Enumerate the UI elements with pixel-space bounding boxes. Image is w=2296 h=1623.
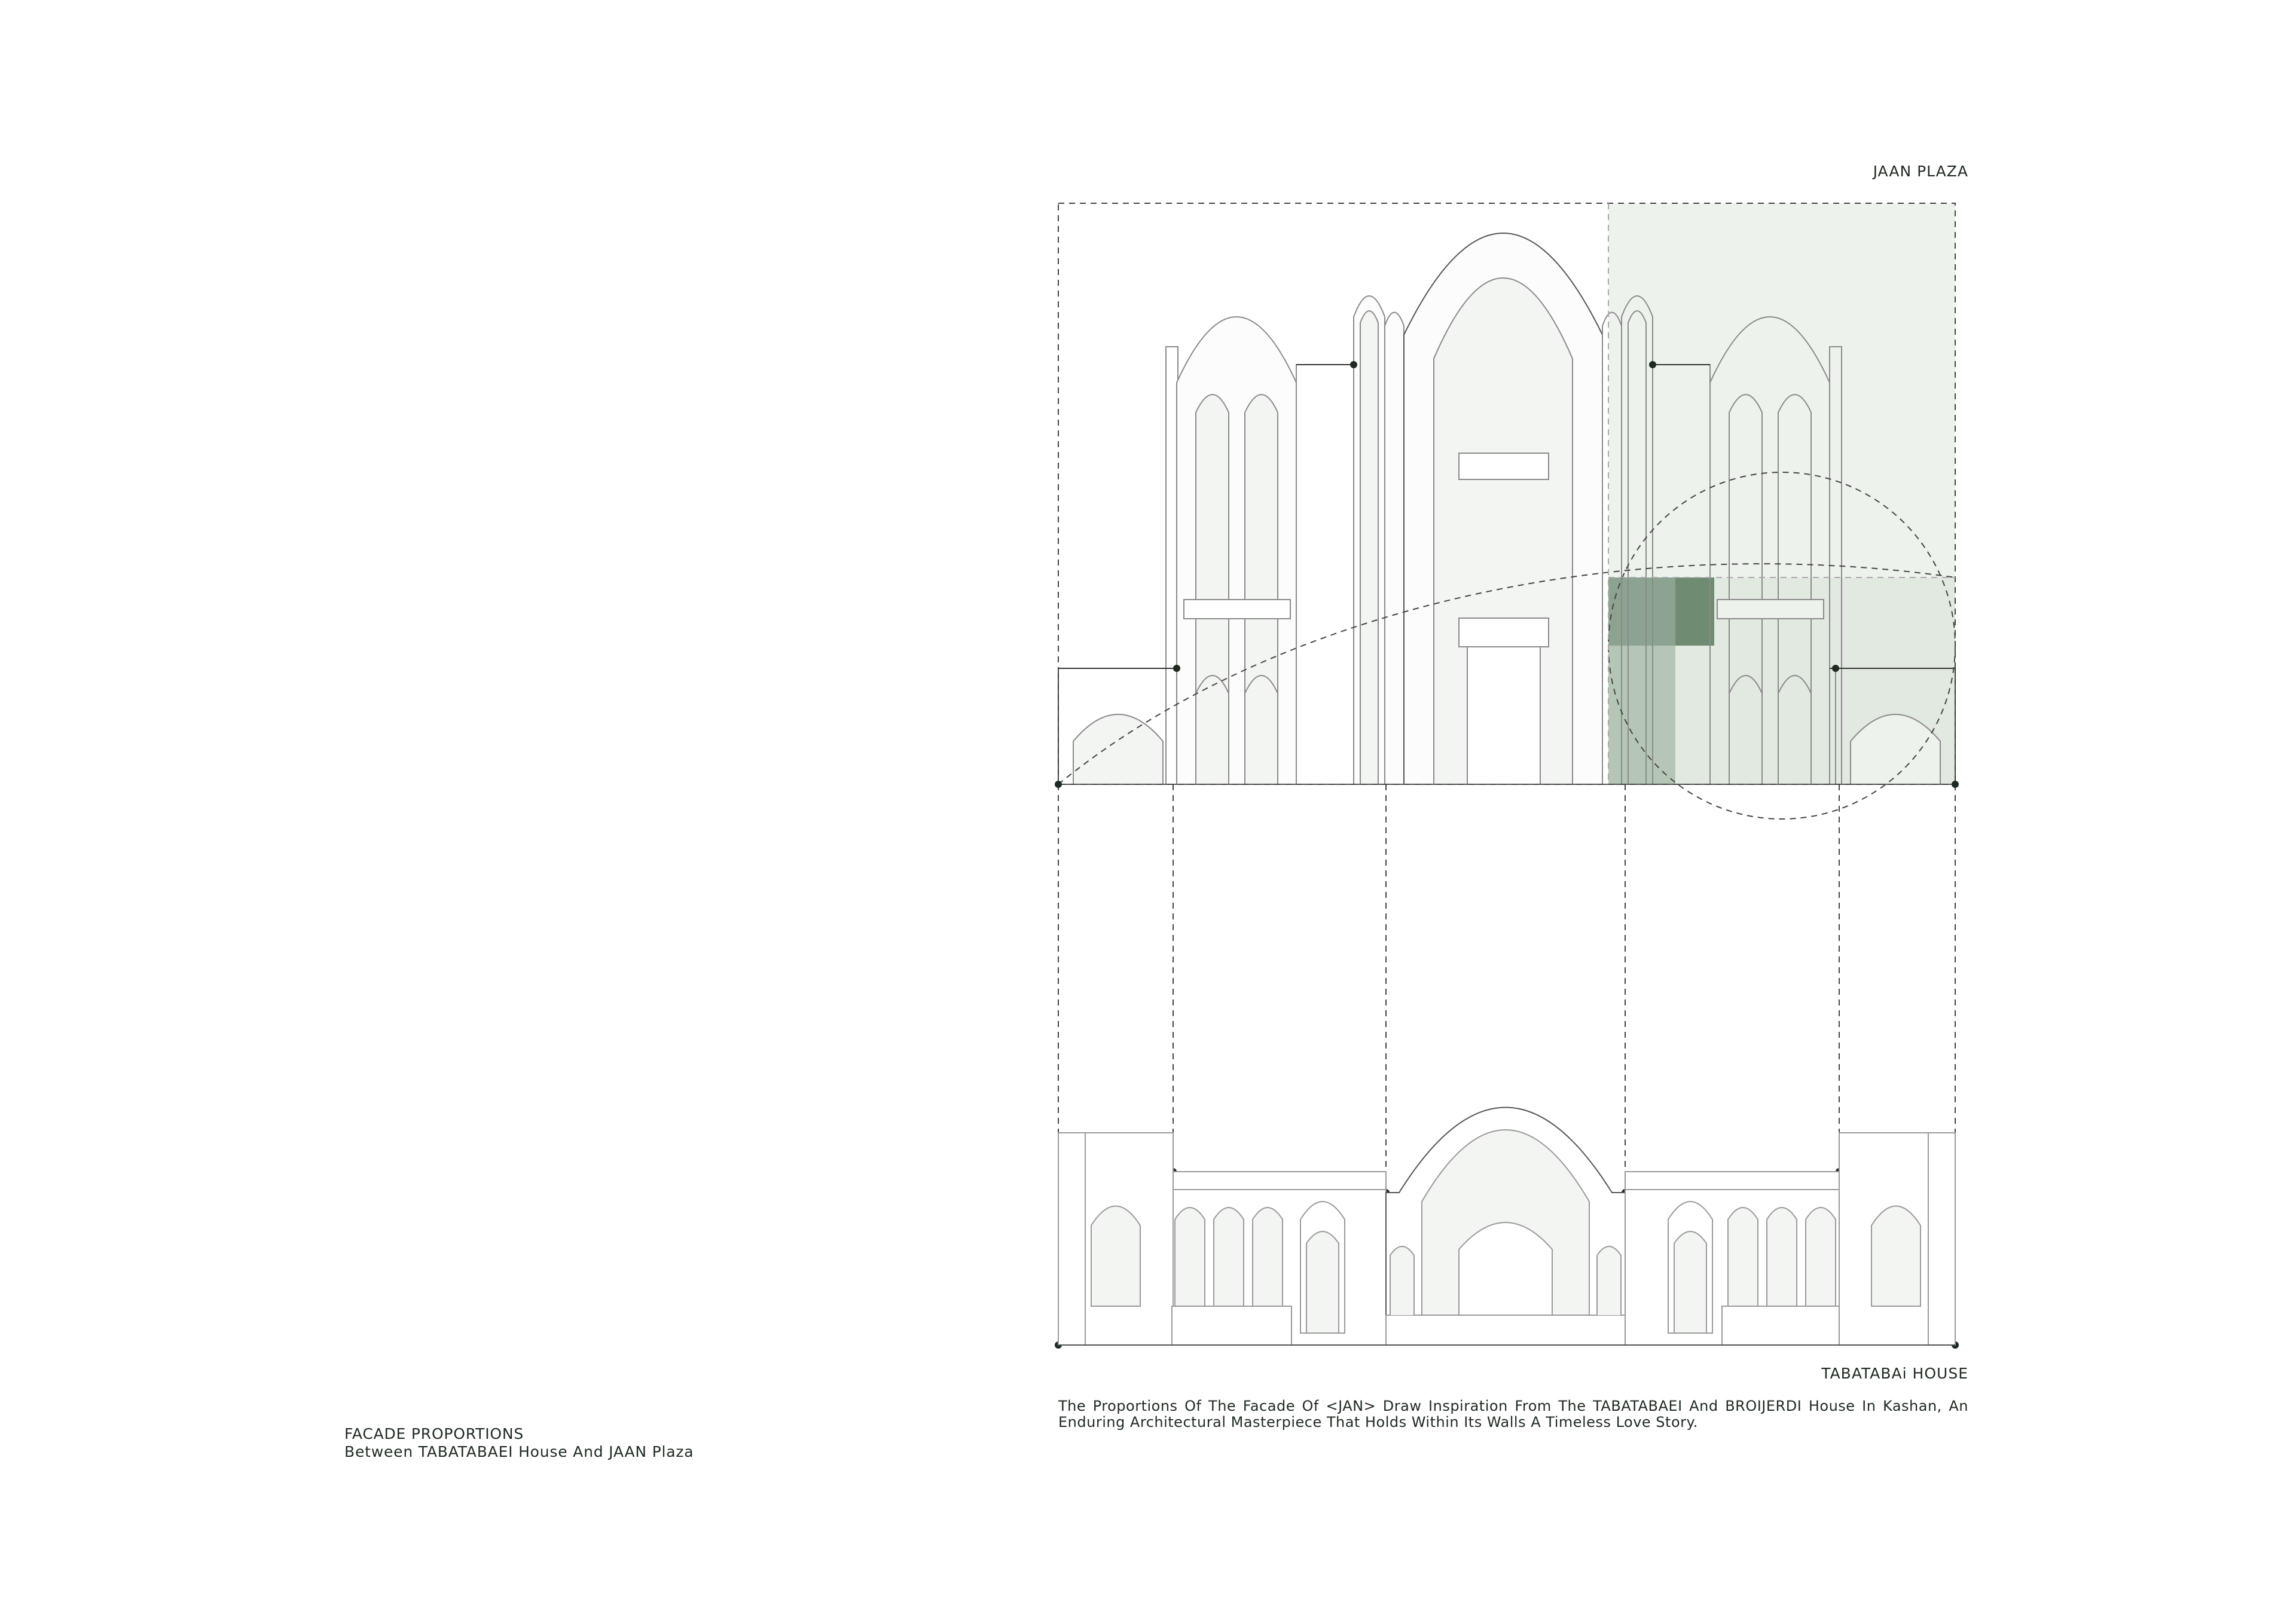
- caption-line-2: Enduring Architectural Masterpiece That …: [1058, 1414, 1698, 1431]
- right-tower-arch: [1709, 316, 1830, 784]
- page-title: FACADE PROPORTIONS: [344, 1425, 524, 1442]
- tabatabaei-house-facade: [1058, 1107, 1956, 1346]
- golden-square-small: [1608, 577, 1675, 646]
- tabatabai-house-label: TABATABAi HOUSE: [1821, 1365, 1968, 1382]
- spiral-circle: [1608, 472, 1956, 820]
- page-subtitle: Between TABATABAEI House And JAAN Plaza: [344, 1443, 694, 1460]
- right-low-arch: [1850, 714, 1941, 784]
- side-title-block: FACADE PROPORTIONS Between TABATABAEI Ho…: [344, 1425, 694, 1461]
- jaan-plaza-facade: [1058, 203, 1956, 785]
- jaan-plaza-label: JAAN PLAZA: [1873, 163, 1968, 180]
- proportion-shade-upper: [1608, 203, 1955, 577]
- bounding-square: [1058, 203, 1956, 785]
- caption-paragraph: The Proportions Of The Facade Of <JAN> D…: [1058, 1398, 1968, 1431]
- left-low-arch: [1073, 714, 1164, 784]
- golden-spiral: [1058, 563, 1956, 785]
- caption-line-1: The Proportions Of The Facade Of <JAN> D…: [1058, 1398, 1968, 1414]
- golden-square-tiny: [1675, 577, 1714, 646]
